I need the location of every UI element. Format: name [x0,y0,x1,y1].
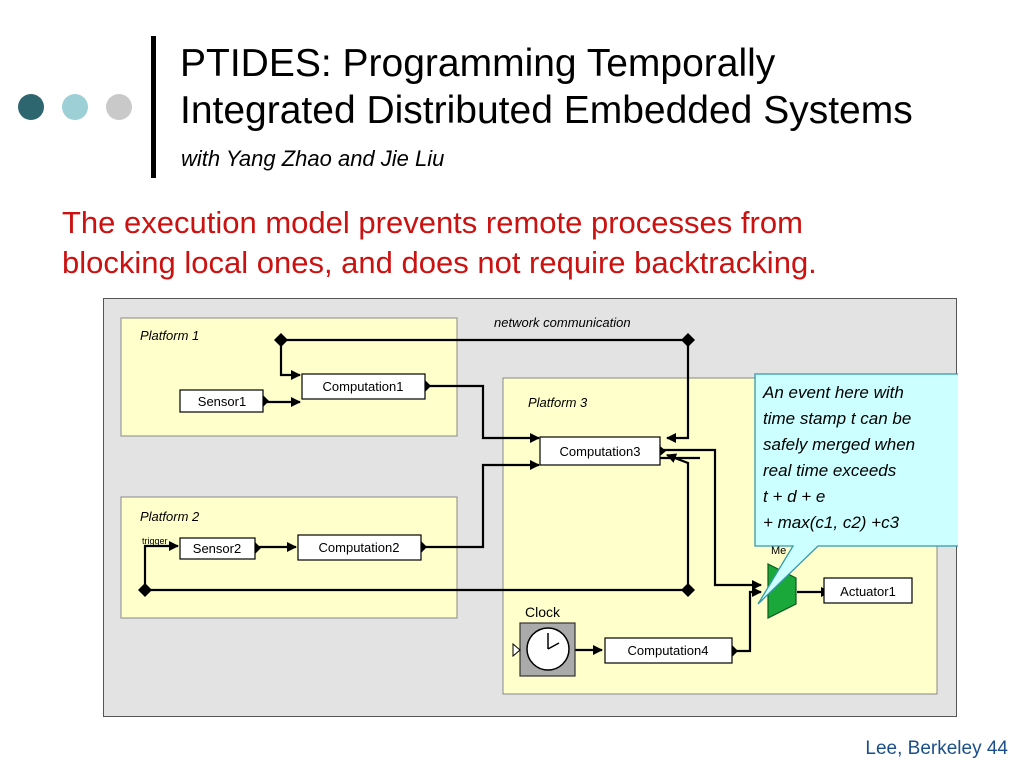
diagram-canvas: Platform 1 Platform 2 Platform 3 network… [103,298,1008,717]
actor-computation3: Computation3 [539,436,666,466]
slide-title: PTIDES: Programming Temporally Integrate… [180,40,1000,134]
diagram-wires [143,338,831,655]
wire-trigger-to-sensor2 [143,541,179,590]
actuator1-label: Actuator1 [840,584,896,599]
relay-points [138,333,695,597]
slide-footer: Lee, Berkeley 44 [865,738,1008,759]
relay-network-left [274,333,288,347]
callout-line-5: t + d + e [763,487,825,506]
title-line-2: Integrated Distributed Embedded Systems [180,89,913,132]
wire-comp4-to-merge [733,587,762,653]
title-line-1: PTIDES: Programming Temporally [180,42,776,85]
wire-into-comp1-upper [279,356,301,380]
network-communication-label: network communication [494,315,631,330]
callout-line-4: real time exceeds [763,461,897,480]
sensor1-label: Sensor1 [198,394,246,409]
wire-network-to-comp3-upper [666,340,690,443]
computation3-label: Computation3 [560,444,641,459]
wire-comp1-to-comp3 [426,384,540,443]
callout-line-1: An event here with [762,383,904,402]
decor-dot-light [62,94,88,120]
relay-bottom-right [681,583,695,597]
callout-line-6: + max(c1, c2) +c3 [763,513,900,532]
callout: An event here with time stamp t can be s… [754,373,1008,605]
slide-subtitle: with Yang Zhao and Jie Liu [181,146,445,171]
decor-dot-gray [106,94,132,120]
actor-computation2: Computation2 [297,534,427,561]
actor-computation1: Computation1 [301,373,431,400]
actor-sensor2: Sensor2 [179,537,261,560]
platform-2-label: Platform 2 [140,509,200,524]
platform-3-label: Platform 3 [528,395,588,410]
computation2-label: Computation2 [319,540,400,555]
callout-line-2: time stamp t can be [763,409,911,428]
relay-bottom-left [138,583,152,597]
relay-network-right [681,333,695,347]
callout-line-3: safely merged when [763,435,915,454]
sensor2-label: Sensor2 [193,541,241,556]
actor-clock: Clock [512,604,576,677]
merge-label: Me [771,545,786,557]
platform-1-label: Platform 1 [140,328,199,343]
trigger-label: trigger [142,536,168,546]
lead-line-2: blocking local ones, and does not requir… [62,245,817,280]
title-divider [151,36,156,178]
callout-text: An event here with time stamp t can be s… [762,383,920,532]
clock-label: Clock [525,604,561,620]
actor-sensor1: Sensor1 [179,389,269,413]
wire-comp3-to-merge-upper [660,448,762,590]
lead-line-1: The execution model prevents remote proc… [62,205,803,240]
computation4-label: Computation4 [628,643,709,658]
actor-computation4: Computation4 [604,637,738,664]
computation1-label: Computation1 [323,379,404,394]
actor-actuator1: Actuator1 [823,577,913,604]
ptides-diagram: Platform 1 Platform 2 Platform 3 network… [103,298,1008,723]
decor-dot-dark [18,94,44,120]
wire-comp2-to-comp3 [423,460,540,549]
lead-text: The execution model prevents remote proc… [62,203,1012,283]
